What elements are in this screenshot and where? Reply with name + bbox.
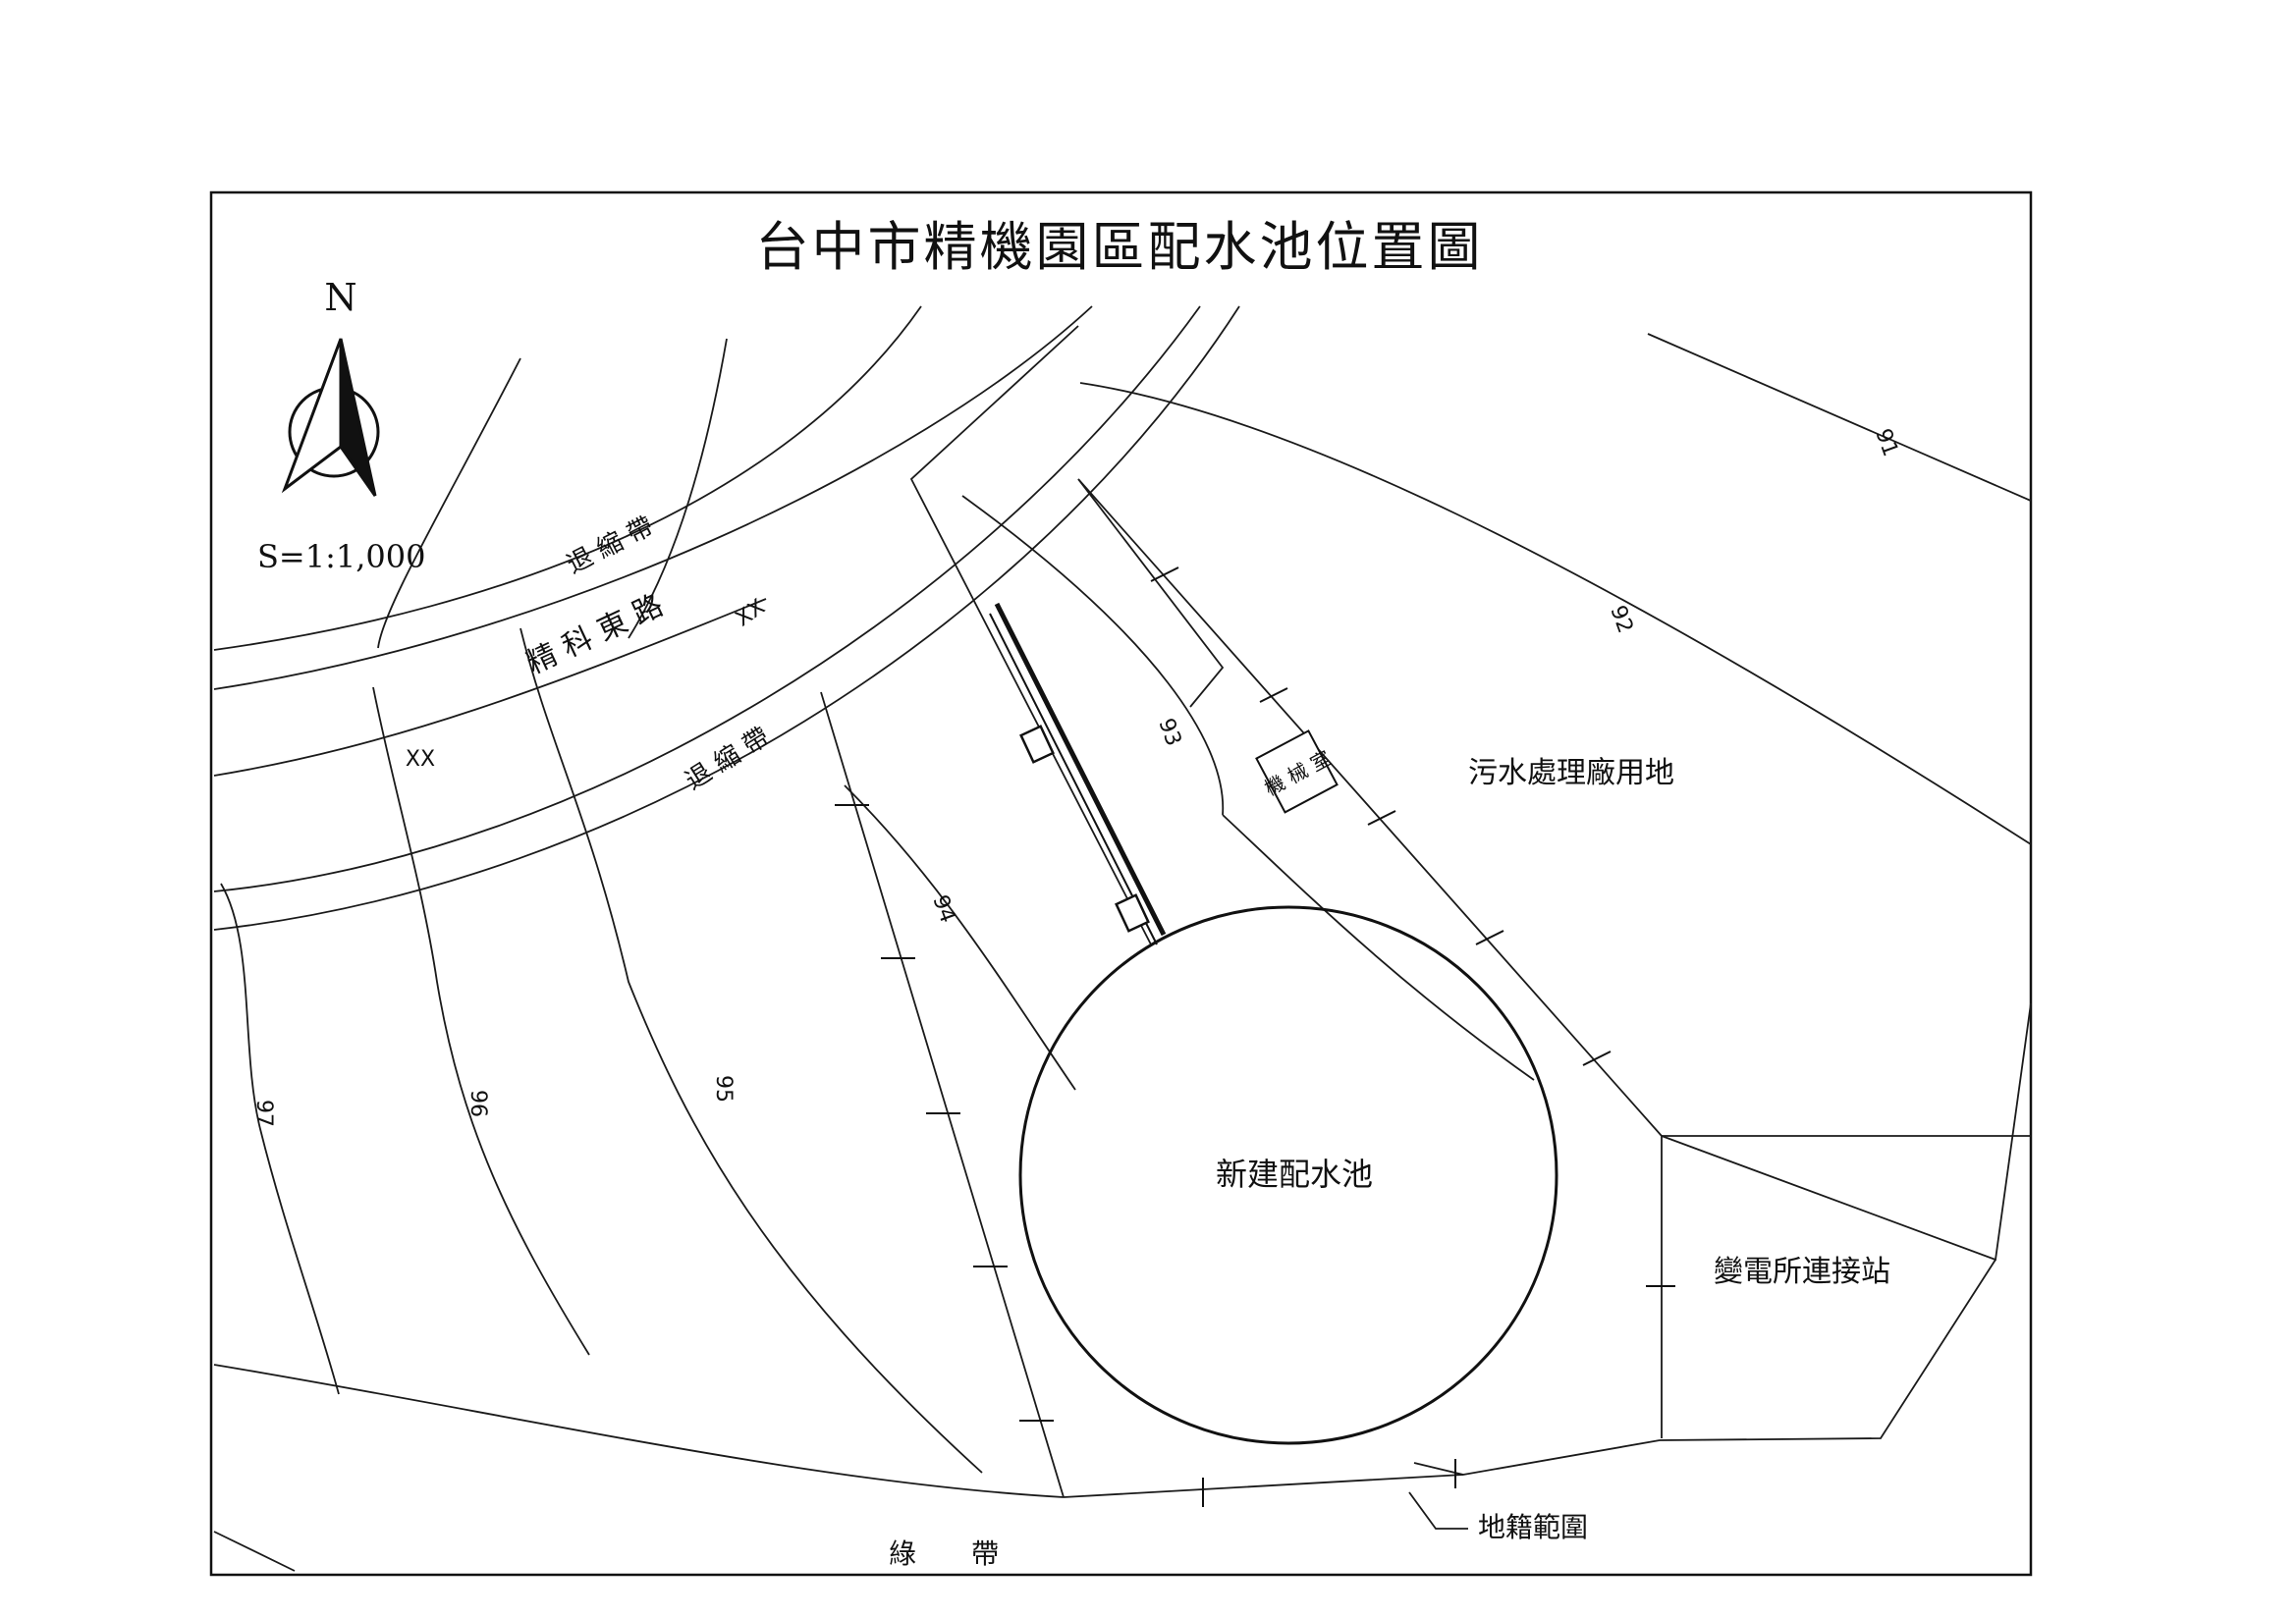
contour-label-94: 94	[927, 892, 959, 927]
substation-label: 變電所連接站	[1714, 1255, 1890, 1289]
crossing-label-2: XX	[406, 747, 435, 772]
cadastral-leader	[1408, 1491, 1468, 1530]
parcel-lines	[213, 325, 2032, 1572]
reservoir-circle	[1018, 905, 1558, 1445]
contour-label-97: 97	[251, 1100, 276, 1127]
machine-room: 機 械 室	[1255, 729, 1339, 814]
pipeline	[989, 602, 1167, 945]
sewage-site-label: 污水處理廠用地	[1468, 756, 1674, 790]
boundary-ticks	[835, 566, 1675, 1507]
map-title: 台中市精機園區配水池位置圖	[756, 216, 1484, 278]
contour-label-91: 91	[1870, 426, 1902, 460]
reservoir-label: 新建配水池	[1216, 1156, 1373, 1193]
contour-label-92: 92	[1605, 603, 1637, 637]
north-arrow-icon: N	[281, 276, 380, 497]
contour-lines	[213, 333, 2032, 1474]
cadastral-label: 地籍範圍	[1478, 1511, 1588, 1543]
contour-label-96: 96	[465, 1090, 490, 1117]
contour-label-95: 95	[711, 1075, 736, 1103]
north-label: N	[324, 276, 356, 319]
road-curves	[213, 305, 1240, 931]
map-frame	[209, 190, 2033, 1577]
scale-label: S=1:1,000	[257, 538, 425, 575]
green-belt-label: 綠 帶	[889, 1537, 999, 1570]
contour-label-93: 93	[1153, 716, 1185, 750]
setback-band-lower-label: 退 縮 帶	[681, 722, 775, 796]
